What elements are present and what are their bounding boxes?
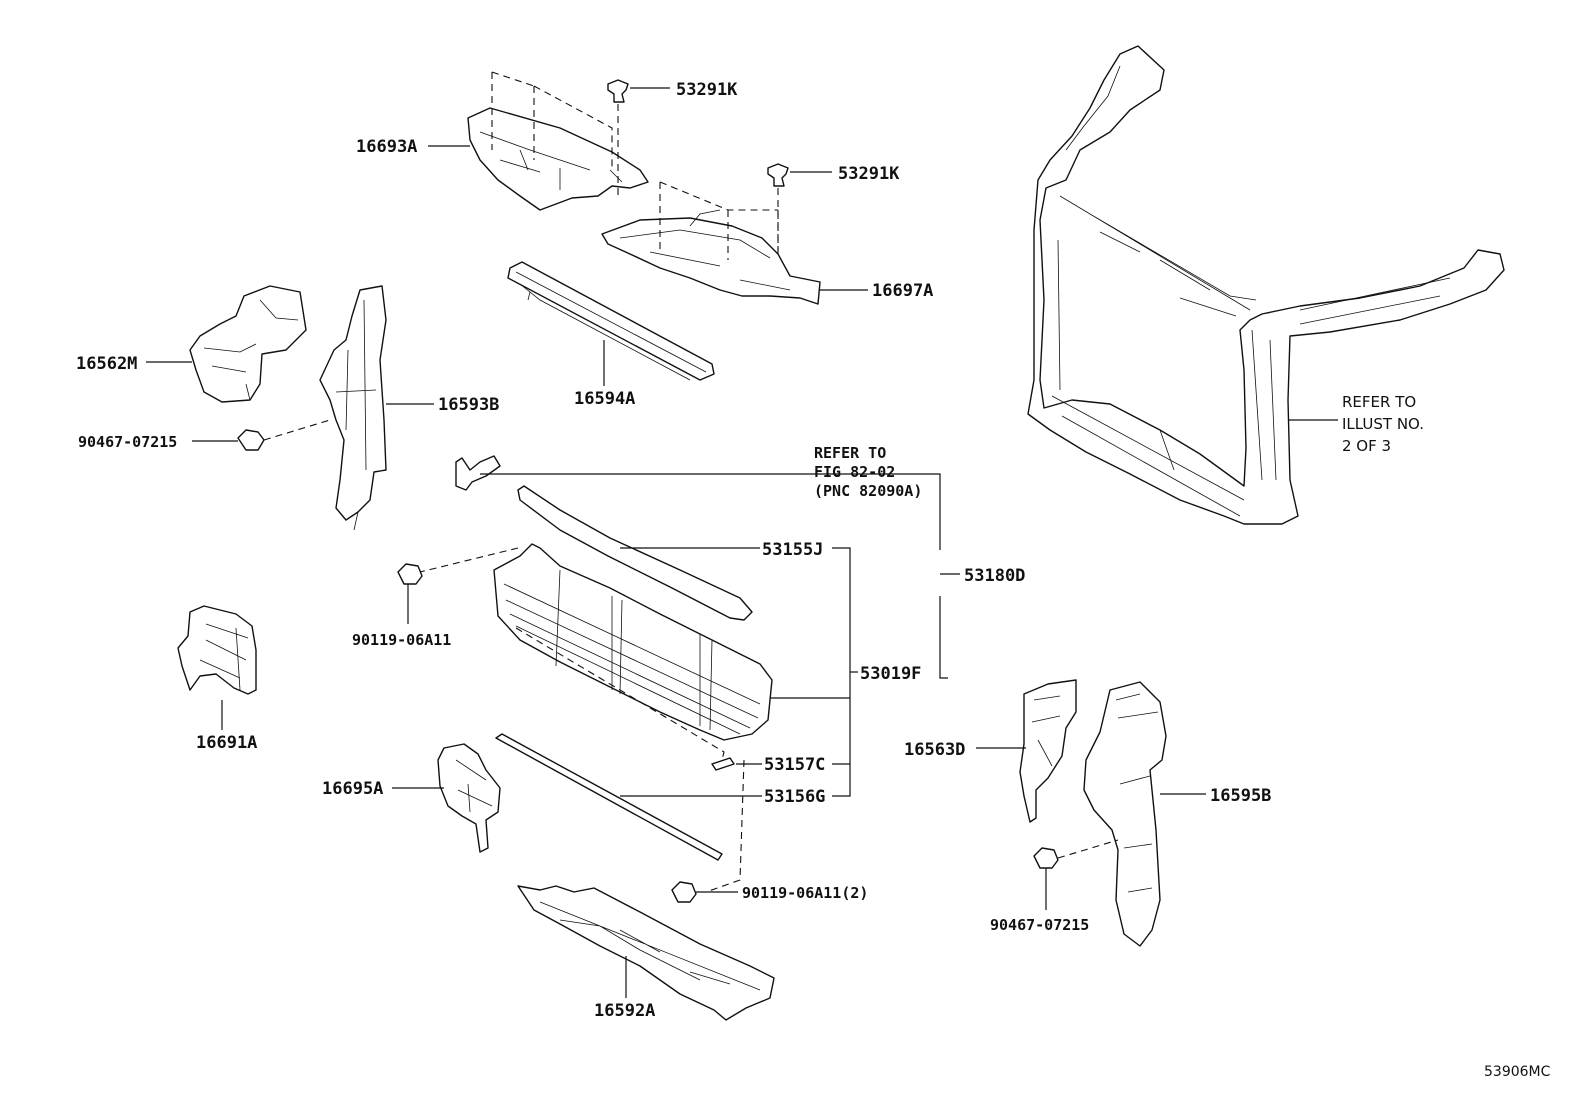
radiator-support-drawing (1027, 45, 1505, 525)
part-16697a-drawing (601, 181, 821, 305)
label-16595b: 16595B (1210, 786, 1271, 806)
bolt-90467-left-drawing (237, 419, 331, 451)
label-53291k-mid: 53291K (838, 164, 900, 184)
part-53291k-top-clip (607, 79, 629, 200)
label-53019f: 53019F (860, 664, 921, 684)
part-53157c-drawing (711, 757, 735, 771)
refer-illust-line3: 2 OF 3 (1342, 437, 1391, 455)
part-16691a-drawing (177, 605, 257, 695)
bolt-90119-upper-drawing (397, 563, 423, 624)
sensor-connector-drawing (455, 455, 501, 491)
label-90119-lower: 90119-06A11(2) (742, 884, 868, 902)
label-16593b: 16593B (438, 395, 499, 415)
part-16592a-drawing (517, 885, 775, 1021)
part-16594a-drawing (507, 261, 715, 381)
label-16594a: 16594A (574, 389, 635, 409)
label-16592a: 16592A (594, 1001, 655, 1021)
part-16695a-drawing (437, 743, 501, 853)
label-53156g: 53156G (764, 787, 825, 807)
part-16562m-drawing (189, 285, 307, 403)
label-90467-right: 90467-07215 (990, 916, 1089, 934)
label-16563d: 16563D (904, 740, 965, 760)
diagram-id-code: 53906MC (1484, 1064, 1551, 1080)
label-16693a: 16693A (356, 137, 417, 157)
bolt-90467-right-drawing (1033, 839, 1119, 910)
leader-lines (146, 87, 1338, 998)
label-90467-left: 90467-07215 (78, 433, 177, 451)
label-53155j: 53155J (762, 540, 823, 560)
label-53291k-top: 53291K (676, 80, 738, 100)
part-53019f-drawing (419, 543, 773, 761)
part-16595b-drawing (1083, 681, 1167, 947)
bolt-90119-lower-drawing (671, 881, 697, 903)
label-16691a: 16691A (196, 733, 257, 753)
label-16697a: 16697A (872, 281, 933, 301)
label-16695a: 16695A (322, 779, 383, 799)
part-16693a-drawing (467, 71, 649, 211)
refer-illust-line2: ILLUST NO. (1342, 415, 1424, 433)
refer-fig-line2: FIG 82-02 (814, 463, 895, 481)
part-53156g-drawing (495, 733, 745, 893)
label-53157c: 53157C (764, 755, 825, 775)
refer-fig-line1: REFER TO (814, 444, 886, 462)
refer-fig-line3: (PNC 82090A) (814, 482, 922, 500)
part-53155j-drawing (517, 485, 753, 621)
label-16562m: 16562M (76, 354, 137, 374)
refer-illust-line1: REFER TO (1342, 393, 1416, 411)
part-16593b-drawing (319, 285, 387, 531)
label-53180d: 53180D (964, 566, 1025, 586)
label-90119-upper: 90119-06A11 (352, 631, 451, 649)
part-16563d-drawing (1019, 679, 1077, 823)
